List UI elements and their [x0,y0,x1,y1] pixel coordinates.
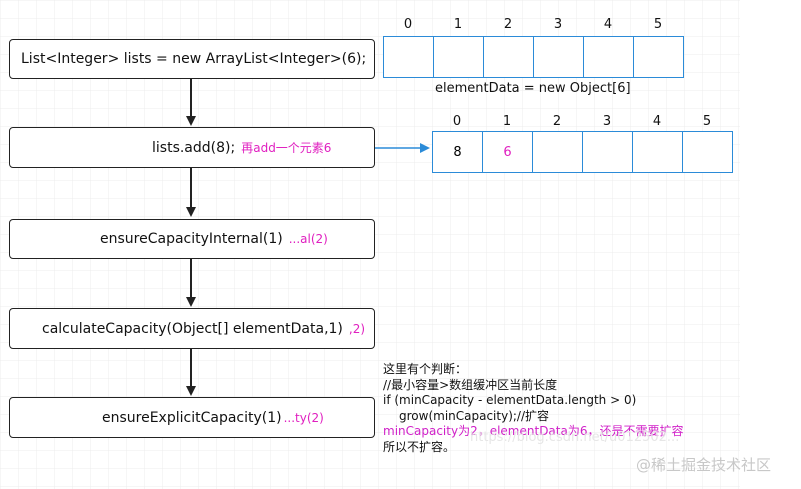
array-cell [433,36,484,78]
array-cell [483,36,534,78]
note-line: 所以不扩容。 [383,439,456,454]
node-calculate-capacity: calculateCapacity(Object[] elementData,1… [9,308,375,349]
faint-url-watermark: https://blog.csdn.net/u012502... [470,430,680,445]
array-cell [633,36,684,78]
note-line: //最小容量>数组缓冲区当前长度 [383,377,558,392]
node-label: List<Integer> lists = new ArrayList<Inte… [21,51,367,67]
array-index: 1 [453,17,463,32]
array-cell [582,131,633,173]
array-cell [533,36,584,78]
array-index: 1 [502,114,512,129]
node-label: ensureCapacityInternal(1) [100,231,283,247]
node-ensure-capacity-internal: ensureCapacityInternal(1) ...al(2) [9,219,375,259]
array-index: 2 [552,114,562,129]
array-cell [682,131,733,173]
array-index: 4 [652,114,662,129]
site-watermark: @稀土掘金技术社区 [636,456,772,474]
array-index: 0 [403,17,413,32]
node-label: calculateCapacity(Object[] elementData,1… [42,320,343,337]
array-cell [383,36,434,78]
node-annotation: ...al(2) [288,232,328,246]
array-index: 2 [503,17,513,32]
array-index: 5 [702,114,712,129]
array-index: 3 [602,114,612,129]
note-line: if (minCapacity - elementData.length > 0… [383,393,637,407]
array-index: 5 [653,17,663,32]
array-cell: 6 [482,131,533,173]
node-label: lists.add(8); [152,139,236,156]
array-cell: 8 [432,131,483,173]
explanation-note: 这里有个判断： //最小容量>数组缓冲区当前长度 if (minCapacity… [383,362,683,455]
array-cell [632,131,683,173]
array-cell [532,131,583,173]
node-annotation: ,2) [348,321,366,336]
array-cell [583,36,634,78]
node-annotation: 再add一个元素6 [241,141,332,155]
note-line: 这里有个判断： [383,362,468,376]
array-index: 3 [553,17,563,32]
array-index: 4 [603,17,613,32]
array-top-label: elementData = new Object[6] [435,81,631,96]
node-annotation: ...ty(2) [283,410,324,425]
node-label: ensureExplicitCapacity(1) [102,409,282,426]
array-index: 0 [452,114,462,129]
node-lists-add: lists.add(8); 再add一个元素6 [9,127,375,168]
note-line-highlight: minCapacity为2，elementData为6，还是不需要扩容 [383,424,684,438]
note-line: grow(minCapacity);//扩容 [399,408,550,423]
node-new-arraylist: List<Integer> lists = new ArrayList<Inte… [9,39,375,79]
node-ensure-explicit-capacity: ensureExplicitCapacity(1) ...ty(2) [9,397,375,438]
